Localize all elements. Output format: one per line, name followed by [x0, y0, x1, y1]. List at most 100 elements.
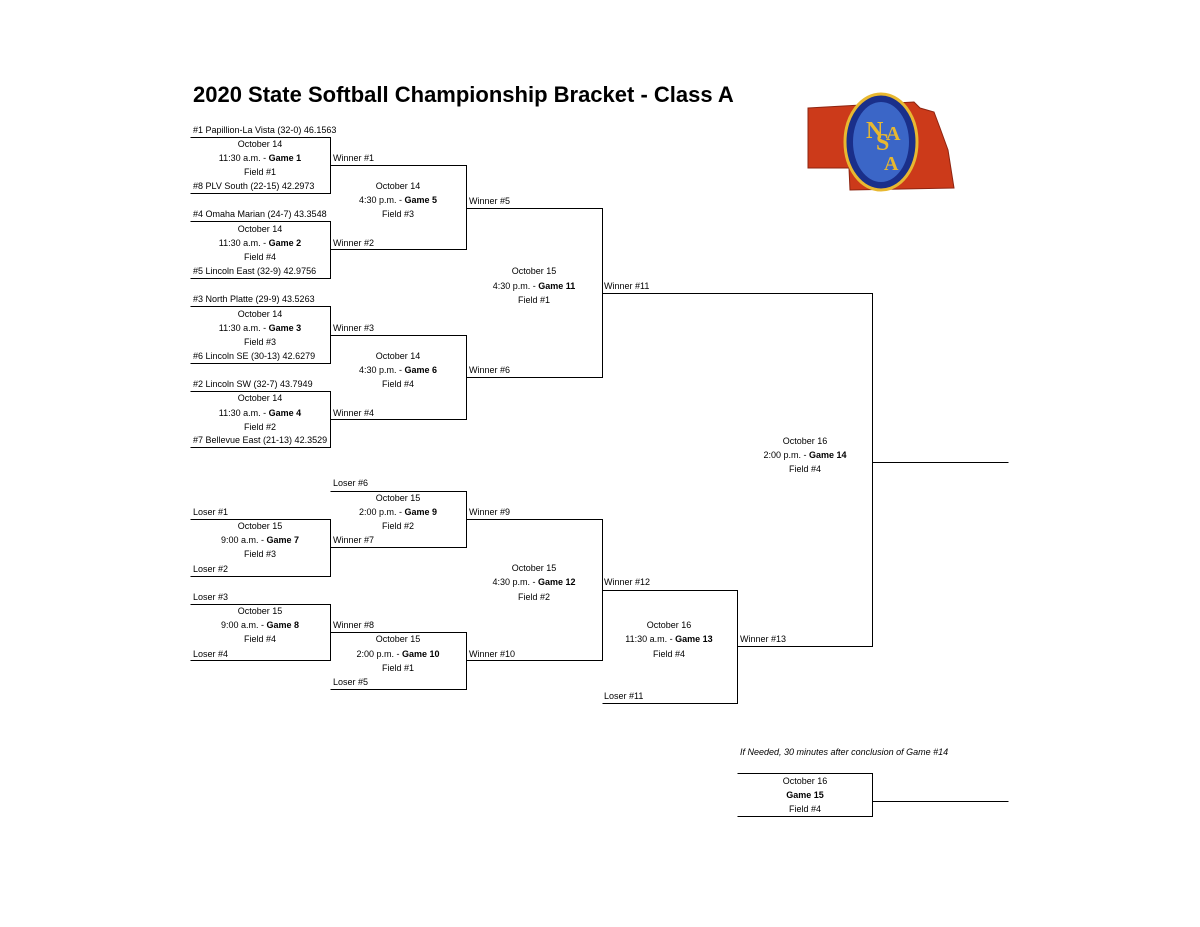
game-11-field: Field #1 — [517, 295, 551, 305]
game-11-number: Game 11 — [538, 281, 576, 291]
label-loser-1: Loser #1 — [193, 507, 229, 517]
label-winner-11: Winner #11 — [604, 281, 650, 291]
label-loser-2: Loser #2 — [193, 564, 229, 574]
label-loser-5: Loser #5 — [333, 677, 369, 687]
game-2-number: Game 2 — [268, 238, 302, 248]
game-8-field: Field #4 — [243, 634, 277, 644]
label-winner-10: Winner #10 — [469, 649, 516, 659]
game-6-time: 4:30 p.m. - Game 6 — [358, 365, 438, 375]
game-15-note: If Needed, 30 minutes after conclusion o… — [740, 747, 949, 757]
label-winner-8: Winner #8 — [333, 620, 375, 630]
label-loser-4: Loser #4 — [193, 649, 229, 659]
game-9-time: 2:00 p.m. - Game 9 — [358, 507, 438, 517]
bracket-game-14 — [602, 293, 873, 647]
game-8-time: 9:00 a.m. - Game 8 — [220, 620, 300, 630]
label-winner-5: Winner #5 — [469, 196, 511, 206]
logo-letter-s: S — [876, 130, 889, 156]
game-15-time: Game 15 — [786, 790, 824, 801]
game-1-number: Game 1 — [268, 153, 302, 163]
game-10-number: Game 10 — [402, 649, 440, 659]
label-winner-3: Winner #3 — [333, 323, 375, 333]
game-3-field: Field #3 — [243, 337, 277, 347]
game-5-time: 4:30 p.m. - Game 5 — [358, 195, 438, 205]
game-5-field: Field #3 — [381, 209, 415, 219]
game-1-time: 11:30 a.m. - Game 1 — [218, 153, 302, 163]
game-6-field: Field #4 — [381, 379, 415, 389]
logo-letter-n: N — [866, 118, 884, 144]
game-4-date: October 14 — [237, 393, 283, 403]
game-3-number: Game 3 — [268, 323, 302, 333]
game-8-date: October 15 — [237, 606, 283, 616]
game-15-field: Field #4 — [788, 804, 822, 814]
team-seed-1: #1 Papillion-La Vista (32-0) 46.1563 — [193, 125, 337, 135]
game-13-number: Game 13 — [675, 634, 713, 644]
game-8-number: Game 8 — [266, 620, 300, 630]
label-loser-3: Loser #3 — [193, 592, 229, 602]
team-seed-4: #4 Omaha Marian (24-7) 43.3548 — [193, 209, 327, 219]
game-13-time: 11:30 a.m. - Game 13 — [625, 634, 713, 644]
game-14-number: Game 14 — [809, 450, 847, 460]
label-winner-12: Winner #12 — [604, 577, 651, 587]
game-7-time: 9:00 a.m. - Game 7 — [220, 535, 300, 545]
game-9-field: Field #2 — [381, 521, 415, 531]
game-2-field: Field #4 — [243, 252, 277, 262]
team-seed-2: #2 Lincoln SW (32-7) 43.7949 — [193, 379, 313, 389]
label-winner-6: Winner #6 — [469, 365, 511, 375]
game-4-field: Field #2 — [243, 422, 277, 432]
game-15-date: October 16 — [782, 776, 828, 786]
team-seed-7: #7 Bellevue East (21-13) 42.3529 — [193, 435, 328, 445]
game-1-field: Field #1 — [243, 167, 277, 177]
game-4-number: Game 4 — [268, 408, 302, 418]
game-4-time: 11:30 a.m. - Game 4 — [218, 408, 302, 418]
game-13-date: October 16 — [646, 620, 692, 630]
game-7-number: Game 7 — [266, 535, 300, 545]
game-14-date: October 16 — [782, 436, 828, 446]
game-9-number: Game 9 — [404, 507, 438, 517]
game-7-field: Field #3 — [243, 549, 277, 559]
game-2-date: October 14 — [237, 224, 283, 234]
bracket-game-15 — [737, 773, 873, 817]
game-11-time: 4:30 p.m. - Game 11 — [492, 281, 576, 291]
logo-letter-a1: A — [886, 123, 901, 145]
game-12-date: October 15 — [511, 563, 557, 573]
game-1-date: October 14 — [237, 139, 283, 149]
nsaa-logo: N S A A — [807, 92, 955, 192]
game-11-date: October 15 — [511, 266, 557, 276]
bracket-game-6 — [330, 335, 467, 420]
game-5-date: October 14 — [375, 181, 421, 191]
label-winner-2: Winner #2 — [333, 238, 375, 248]
game-14-field: Field #4 — [788, 464, 822, 474]
game-2-time: 11:30 a.m. - Game 2 — [218, 238, 302, 248]
label-winner-13: Winner #13 — [740, 634, 787, 644]
game-3-date: October 14 — [237, 309, 283, 319]
game-12-time: 4:30 p.m. - Game 12 — [492, 577, 576, 587]
game-7-date: October 15 — [237, 521, 283, 531]
game-14-time: 2:00 p.m. - Game 14 — [763, 450, 847, 460]
game-12-field: Field #2 — [517, 592, 551, 602]
game-5-number: Game 5 — [404, 195, 438, 205]
bracket-game-11 — [466, 208, 603, 378]
team-seed-8: #8 PLV South (22-15) 42.2973 — [193, 181, 315, 191]
game-10-time: 2:00 p.m. - Game 10 — [356, 649, 440, 659]
label-loser-11: Loser #11 — [604, 691, 644, 701]
bracket-game-5 — [330, 165, 467, 250]
label-winner-1: Winner #1 — [333, 153, 375, 163]
game-6-number: Game 6 — [404, 365, 438, 375]
game-6-date: October 14 — [375, 351, 421, 361]
game-10-date: October 15 — [375, 634, 421, 644]
page-title: 2020 State Softball Championship Bracket… — [193, 82, 734, 107]
game-15-number: Game 15 — [786, 790, 824, 800]
game-12-number: Game 12 — [538, 577, 576, 587]
label-loser-6: Loser #6 — [333, 478, 369, 488]
team-seed-6: #6 Lincoln SE (30-13) 42.6279 — [193, 351, 316, 361]
label-winner-9: Winner #9 — [469, 507, 511, 517]
team-seed-3: #3 North Platte (29-9) 43.5263 — [193, 294, 315, 304]
game-3-time: 11:30 a.m. - Game 3 — [218, 323, 302, 333]
game-13-field: Field #4 — [652, 649, 686, 659]
logo-letter-a2: A — [884, 153, 899, 175]
game-10-field: Field #1 — [381, 663, 415, 673]
bracket-game-12 — [466, 519, 603, 661]
team-seed-5: #5 Lincoln East (32-9) 42.9756 — [193, 266, 317, 276]
label-winner-7: Winner #7 — [333, 535, 375, 545]
